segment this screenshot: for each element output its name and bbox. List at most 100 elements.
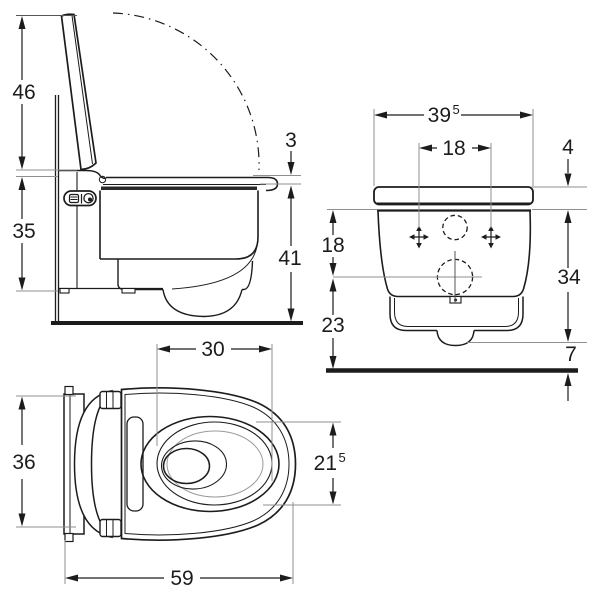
arrow-down	[329, 491, 337, 505]
dim-label-59: 59	[170, 567, 193, 590]
bolt-arrow-up	[488, 225, 494, 231]
bolt-arrow-up	[416, 225, 422, 231]
arrow-up	[564, 373, 572, 386]
dimension-opening-length: 30	[156, 338, 273, 481]
bowl-underside-curve	[171, 245, 258, 290]
dim-label-41: 41	[278, 247, 301, 270]
arrow-left	[157, 345, 170, 353]
water-area-outer	[160, 440, 228, 490]
dimension-opening-width: 21 5	[256, 421, 346, 506]
hinge-block-lines	[106, 391, 114, 409]
open-lid-edge-line	[71, 15, 93, 165]
bolt-arrow-left	[409, 234, 415, 240]
arrow-up	[564, 210, 572, 223]
arrow-left	[419, 144, 432, 152]
dim-label-34: 34	[557, 266, 581, 289]
arrow-up	[18, 16, 26, 29]
dim-label-18: 18	[442, 137, 465, 160]
arrow-up	[18, 396, 26, 410]
dimension-rim-to-drain: 18	[321, 209, 378, 276]
bolt-arrow-right	[495, 234, 501, 240]
arrow-down	[18, 513, 26, 527]
hinge-block-lines	[106, 519, 114, 537]
dimension-bolt-spacing: 18	[418, 137, 492, 228]
arrow-right	[259, 345, 272, 353]
dim-label-7: 7	[565, 343, 577, 366]
arrow-down	[564, 173, 572, 187]
arrow-down	[287, 162, 295, 175]
dimension-drain-to-floor: 23	[321, 278, 345, 369]
dimension-depth: 59	[64, 502, 294, 590]
dimension-cover-width: 36	[12, 395, 76, 528]
skirt-inner-line	[394, 298, 519, 327]
bowl-rim-ellipse	[140, 415, 280, 513]
dimension-rim-height: 41	[278, 197, 302, 322]
hinge-cover-top	[58, 169, 107, 180]
arrow-down	[18, 156, 26, 170]
dim-label-36: 36	[12, 451, 35, 474]
dim-label-21-sup: 5	[339, 450, 346, 465]
dimension-body-height: 35	[12, 176, 58, 292]
hinge-block-top	[99, 390, 122, 410]
plate-tab-top	[64, 385, 74, 396]
dim-label-18-left: 18	[321, 234, 344, 257]
lid-swing-arc	[112, 12, 260, 171]
bolt-arrow-right	[423, 234, 429, 240]
arrow-up	[329, 422, 337, 436]
bolt-arrow-down	[488, 243, 494, 249]
control-grill-lines	[70, 196, 78, 200]
mounting-bolt-left	[409, 225, 429, 249]
ceramic-shell	[99, 190, 259, 260]
dim-label-39: 39	[428, 104, 451, 127]
lid-front	[373, 186, 534, 206]
dim-label-4: 4	[562, 136, 574, 159]
extension-line	[156, 344, 273, 481]
dim-label-35: 35	[12, 220, 35, 243]
control-knob-icon	[83, 192, 94, 204]
mounting-tab-2	[121, 287, 136, 294]
outlet-bump	[436, 330, 475, 347]
front-view: 39 5 18 4 34 7	[321, 102, 587, 401]
side-view: 46 35 3 41	[12, 12, 303, 325]
skirt-front	[389, 296, 524, 332]
bowl-inner-contour	[166, 430, 264, 498]
hinge-block	[99, 390, 122, 410]
side-control-panel	[63, 190, 97, 207]
arrow-down	[564, 329, 572, 342]
bolt-arrow-down	[416, 243, 422, 249]
water-area-inner	[162, 447, 211, 485]
dimension-lid-height: 4	[531, 136, 587, 188]
extension-line	[64, 502, 294, 584]
trap-bump	[162, 289, 243, 318]
dim-label-39-sup: 5	[453, 102, 460, 117]
arrow-up	[287, 185, 295, 199]
mounting-bolt-right	[481, 225, 501, 249]
seat-shadow-band	[101, 186, 257, 190]
arrow-left	[65, 574, 78, 582]
ceramic-body-front	[377, 210, 532, 298]
dim-label-23: 23	[321, 314, 344, 337]
control-knob-dot	[88, 197, 92, 202]
dim-label-21: 21	[314, 452, 337, 475]
extension-line	[373, 109, 534, 186]
arrow-up	[329, 278, 337, 292]
dimension-lid-open-height: 46	[12, 14, 77, 171]
dim-label-46: 46	[12, 81, 35, 104]
arrow-up	[329, 210, 337, 223]
open-lid	[60, 13, 97, 171]
hinge-plate	[126, 416, 144, 512]
plate-tab-bottom	[64, 532, 74, 543]
arrow-down	[329, 263, 337, 276]
hinge-block	[99, 518, 122, 538]
water-supply-circle	[442, 214, 468, 241]
seat-outline-outer	[120, 387, 297, 541]
arrow-down	[287, 308, 295, 322]
arrow-right	[478, 144, 491, 152]
arrow-down	[329, 356, 337, 369]
dimension-outlet-to-floor: 7	[564, 343, 577, 401]
tick	[256, 421, 341, 506]
mounting-tab-1	[59, 287, 70, 294]
dimension-seat-thickness: 3	[253, 129, 301, 199]
